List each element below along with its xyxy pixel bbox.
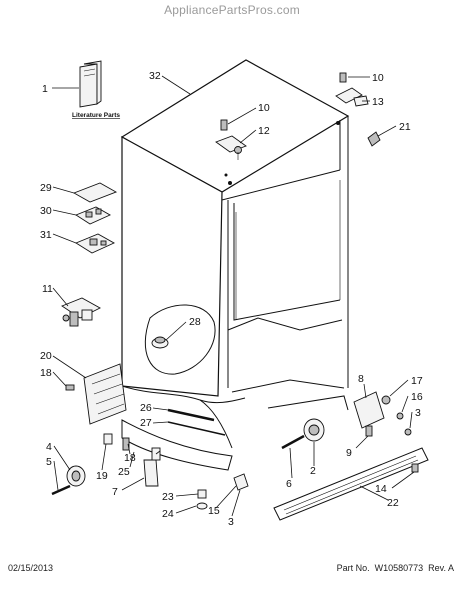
callout-27: 27: [140, 417, 152, 429]
base-grille: [273, 447, 429, 521]
callout-14: 14: [375, 483, 387, 495]
callout-18-left: 18: [40, 367, 52, 379]
watermark: AppliancePartsPros.com: [164, 3, 300, 17]
drain-tube: [167, 408, 226, 436]
callout-28: 28: [189, 316, 201, 328]
literature-label: Literature Parts: [72, 112, 120, 119]
callout-29: 29: [40, 182, 52, 194]
top-left-hinge: [215, 119, 247, 160]
literature-booklet: Literature Parts: [72, 60, 120, 119]
callout-6: 6: [286, 478, 292, 490]
callout-2: 2: [310, 465, 316, 477]
footer-date: 02/15/2013: [8, 563, 54, 573]
callout-30: 30: [40, 205, 52, 217]
callout-23: 23: [162, 491, 174, 503]
callout-31: 31: [40, 229, 52, 241]
callout-9: 9: [346, 447, 352, 459]
callout-7: 7: [112, 486, 118, 498]
callout-12: 12: [258, 125, 270, 137]
module-cover: [72, 182, 118, 203]
callout-10-left: 10: [258, 102, 270, 114]
front-drain-pan: [121, 419, 233, 471]
callout-22: 22: [387, 497, 399, 509]
callout-25: 25: [118, 466, 130, 478]
callout-18-center: 18: [124, 452, 136, 464]
callout-11: 11: [42, 283, 53, 295]
callout-26: 26: [140, 402, 152, 414]
callout-10-right: 10: [372, 72, 384, 84]
callout-24: 24: [162, 508, 174, 520]
callout-19: 19: [96, 470, 108, 482]
leveler-bracket: [353, 391, 412, 437]
water-valve: [61, 297, 101, 327]
cabinet-shell: [120, 59, 350, 449]
callout-1: 1: [42, 83, 48, 95]
callout-17: 17: [411, 375, 423, 387]
main-control-board: [75, 206, 111, 225]
callout-15: 15: [208, 505, 220, 517]
control-board: [75, 233, 115, 254]
footer-part-number: Part No. W10580773 Rev. A: [336, 563, 454, 573]
leader-lines: [52, 75, 415, 517]
callout-5: 5: [46, 456, 52, 468]
callout-3-bottom: 3: [228, 516, 234, 528]
callout-8: 8: [358, 373, 364, 385]
callout-4: 4: [46, 441, 52, 453]
access-grommet: [151, 336, 169, 349]
callout-20: 20: [40, 350, 52, 362]
callout-21: 21: [399, 121, 411, 133]
callout-32: 32: [149, 70, 161, 82]
callout-16: 16: [411, 391, 423, 403]
callout-3-right: 3: [415, 407, 421, 419]
hose-clamps: [196, 473, 249, 510]
right-roller: [281, 418, 325, 450]
rear-access-cover: [65, 363, 127, 425]
left-roller: [51, 465, 86, 496]
callout-numbers: 1 32 10 13 21 10 12 29 30 31 11 28 20 18…: [40, 70, 423, 528]
top-right-hinge: [335, 72, 381, 147]
callout-13: 13: [372, 96, 384, 108]
